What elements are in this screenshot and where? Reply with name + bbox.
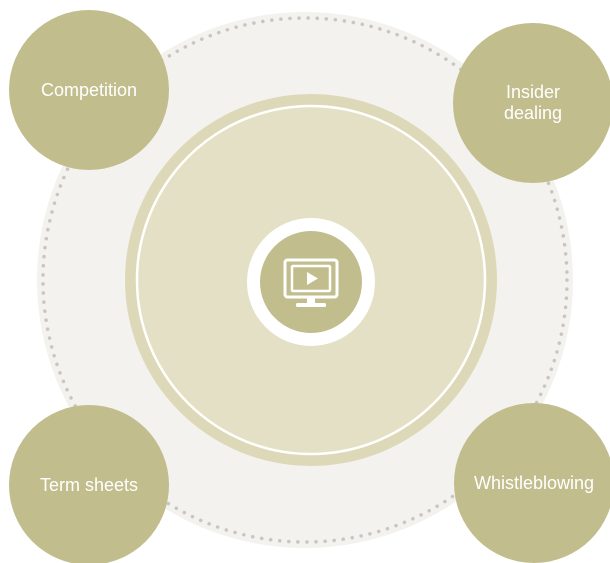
topic-insider-dealing-label: Insider dealing (503, 82, 563, 123)
topic-insider-dealing[interactable]: Insider dealing (453, 23, 610, 183)
topic-competition-label: Competition (40, 79, 138, 100)
topic-whistleblowing[interactable]: Whistleblowing (454, 403, 610, 563)
video-monitor-icon[interactable] (260, 231, 362, 333)
topic-term-sheets-label: Term sheets (39, 474, 139, 495)
topic-term-sheets[interactable]: Term sheets (9, 405, 169, 563)
inner-ring (135, 104, 487, 456)
dotted-ring (41, 16, 569, 544)
topic-competition[interactable]: Competition (9, 10, 169, 170)
topic-whistleblowing-label: Whistleblowing (473, 472, 595, 493)
